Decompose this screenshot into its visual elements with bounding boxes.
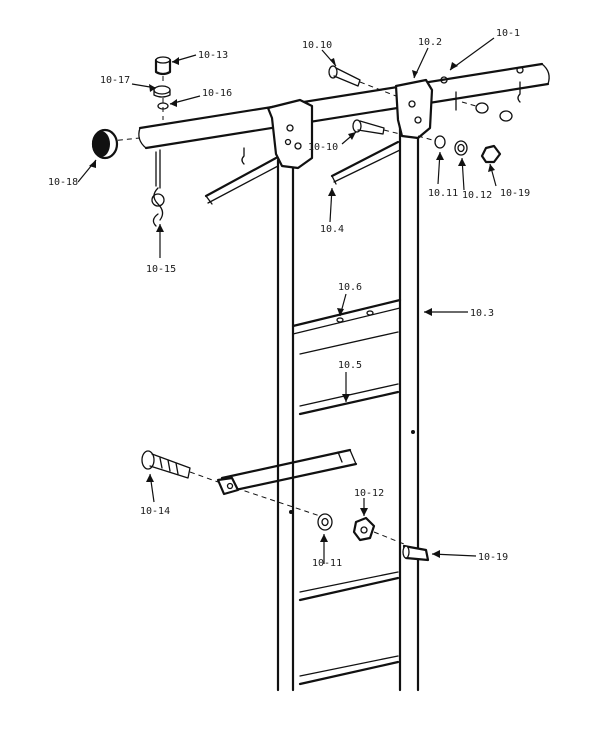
label-10-19-bot: 10-19 bbox=[478, 552, 508, 563]
label-10-14: 10-14 bbox=[140, 506, 170, 517]
eyebolt-hardware-top bbox=[153, 56, 172, 120]
label-10-10-top: 10.10 bbox=[302, 40, 332, 51]
lower-cross-bar bbox=[216, 448, 358, 496]
label-10-3: 10.3 bbox=[470, 308, 494, 319]
label-10-1: 10-1 bbox=[496, 28, 520, 39]
label-10-18: 10-18 bbox=[48, 177, 78, 188]
arrow-heads bbox=[89, 57, 495, 558]
label-10-11-bot: 10-11 bbox=[312, 558, 342, 569]
t-bracket-left bbox=[266, 98, 314, 170]
swivel-hook-10-15 bbox=[151, 149, 165, 227]
top-cross-tube bbox=[99, 62, 550, 150]
brace-arms bbox=[204, 140, 401, 205]
label-10-12-bot: 10-12 bbox=[354, 488, 384, 499]
label-10-12-top: 10.12 bbox=[462, 190, 492, 201]
end-cap-10-18 bbox=[91, 128, 119, 160]
bolt-10-14 bbox=[141, 450, 219, 483]
side-rails bbox=[276, 106, 420, 692]
part-labels: 10-13 10-17 10-16 10-18 10-15 10.10 10.2… bbox=[48, 28, 530, 569]
bolt-10-10-top bbox=[328, 65, 397, 97]
tube-nuts-right bbox=[461, 101, 513, 122]
label-10-4: 10.4 bbox=[320, 224, 344, 235]
label-10-11-top: 10.11 bbox=[428, 188, 458, 199]
label-10-15: 10-15 bbox=[146, 264, 176, 275]
label-10-17: 10-17 bbox=[100, 75, 130, 86]
label-10-10-mid: 10-10 bbox=[308, 142, 338, 153]
lower-hardware-stack bbox=[235, 487, 430, 562]
label-10-2: 10.2 bbox=[418, 37, 442, 48]
right-hardware-stack bbox=[417, 135, 502, 164]
label-10-6: 10.6 bbox=[338, 282, 362, 293]
label-10-16: 10-16 bbox=[202, 88, 232, 99]
label-10-13: 10-13 bbox=[198, 50, 228, 61]
bolt-10-10-mid bbox=[352, 119, 401, 135]
label-10-5: 10.5 bbox=[338, 360, 362, 371]
label-10-19-top: 10-19 bbox=[500, 188, 530, 199]
t-bracket-right bbox=[394, 78, 434, 140]
tube-hooks bbox=[241, 66, 524, 165]
